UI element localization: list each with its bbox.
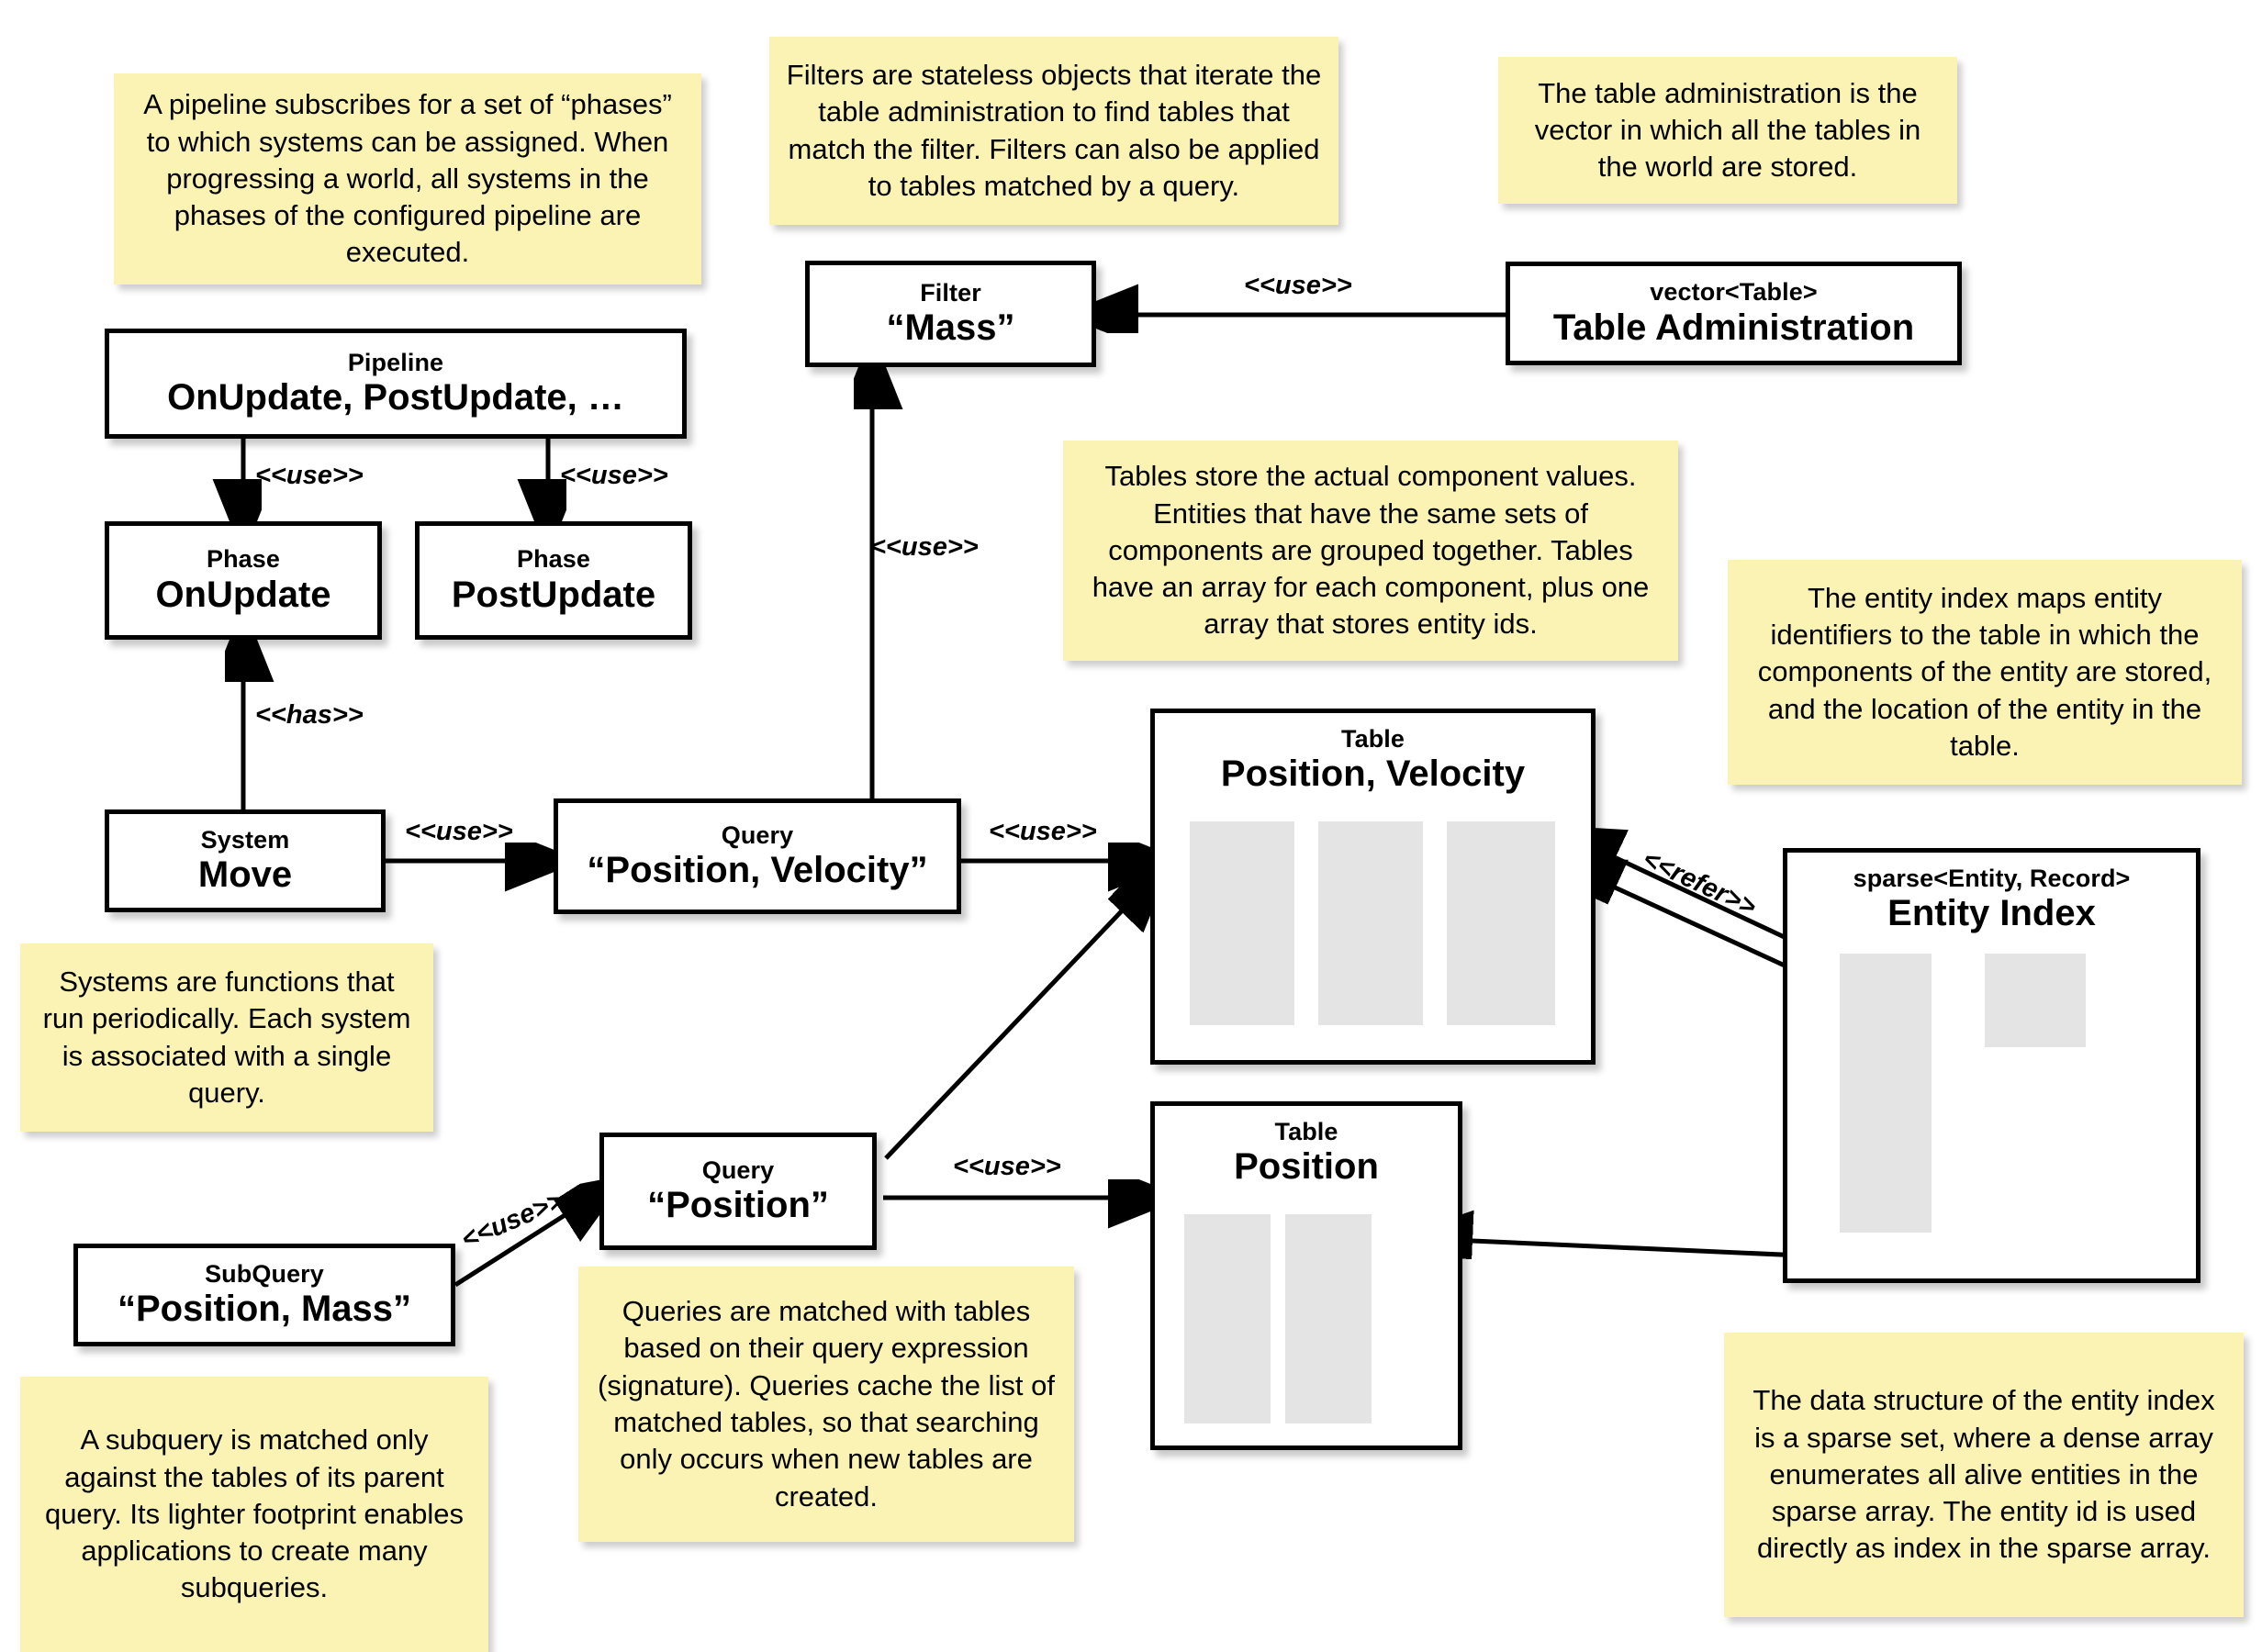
box-subquery-title: “Position, Mass” [117,1289,412,1330]
entity-index-sparse-array [1985,954,2086,1047]
entity-index-arrays [1787,853,2196,1278]
box-table-pv-stereotype: Table [1340,725,1405,753]
box-system-move-stereotype: System [200,825,290,854]
box-phase-postupdate-stereotype: Phase [516,545,591,574]
box-query-position[interactable]: Query “Position” [599,1133,877,1250]
box-phase-onupdate-title: OnUpdate [155,574,331,615]
box-phase-onupdate[interactable]: Phase OnUpdate [105,521,382,640]
note-filter: Filters are stateless objects that itera… [769,37,1338,225]
table-p-column-2 [1285,1214,1372,1423]
box-pipeline-title: OnUpdate, PostUpdate, … [167,377,624,419]
box-table-admin-stereotype: vector<Table> [1650,278,1818,307]
box-table-administration[interactable]: vector<Table> Table Administration [1506,262,1962,365]
edge-label-query-filter: <<use>> [870,532,979,562]
note-systems: Systems are functions that run periodica… [20,943,433,1132]
edge-label-pipeline-onupdate: <<use>> [255,461,364,490]
box-query-position-velocity[interactable]: Query “Position, Velocity” [554,798,961,914]
table-p-column-1 [1184,1214,1271,1423]
edge-label-subquery-queryp: <<use>> [457,1186,568,1256]
box-table-p-title: Position [1234,1146,1379,1188]
box-table-position[interactable]: Table Position [1150,1101,1462,1450]
box-pipeline-stereotype: Pipeline [347,348,444,376]
box-filter-stereotype: Filter [920,278,981,307]
table-pv-column-3 [1447,821,1555,1025]
box-system-move-title: Move [197,854,293,896]
box-entity-index-stereotype: sparse<Entity, Record> [1853,865,2131,892]
edge-label-tableadmin-filter: <<use>> [1244,271,1352,300]
note-tables: Tables store the actual component values… [1063,441,1678,661]
table-pv-columns [1155,713,1591,1060]
note-subquery: A subquery is matched only against the t… [20,1377,488,1652]
box-phase-postupdate[interactable]: Phase PostUpdate [415,521,692,640]
table-pv-column-1 [1190,821,1294,1025]
edge-label-querypv-tablepv: <<use>> [989,817,1097,846]
table-pv-column-2 [1318,821,1423,1025]
edge-label-system-phase: <<has>> [255,700,364,730]
entity-index-dense-array [1840,954,1932,1233]
box-table-position-velocity[interactable]: Table Position, Velocity [1150,709,1596,1065]
box-table-admin-title: Table Administration [1552,307,1915,348]
note-pipeline: A pipeline subscribes for a set of “phas… [114,73,701,285]
box-phase-onupdate-stereotype: Phase [206,545,281,574]
box-pipeline[interactable]: Pipeline OnUpdate, PostUpdate, … [105,329,687,439]
box-entity-index-title: Entity Index [1887,893,2096,934]
table-p-columns [1155,1106,1458,1446]
box-phase-postupdate-title: PostUpdate [451,574,656,615]
box-table-pv-title: Position, Velocity [1220,753,1526,795]
note-queries: Queries are matched with tables based on… [578,1267,1074,1542]
edge-label-entityindex-refer: <<refer>> [1638,844,1761,922]
box-subquery-position-mass[interactable]: SubQuery “Position, Mass” [73,1244,455,1346]
box-subquery-stereotype: SubQuery [205,1259,324,1288]
edge-label-system-query: <<use>> [405,817,513,846]
box-query-pv-title: “Position, Velocity” [587,850,928,891]
box-entity-index[interactable]: sparse<Entity, Record> Entity Index [1783,848,2200,1283]
box-query-p-title: “Position” [647,1185,829,1226]
edge-label-pipeline-postupdate: <<use>> [560,461,668,490]
edge-queryp-tablepv [884,881,1150,1160]
note-sparse-set: The data structure of the entity index i… [1724,1333,2244,1617]
box-query-pv-stereotype: Query [721,820,794,849]
box-system-move[interactable]: System Move [105,809,386,912]
box-filter-title: “Mass” [886,307,1015,349]
note-table-admin: The table administration is the vector i… [1498,57,1957,204]
note-entity-index: The entity index maps entity identifiers… [1728,560,2242,785]
box-table-p-stereotype: Table [1274,1118,1338,1145]
box-query-p-stereotype: Query [701,1155,775,1184]
box-filter-mass[interactable]: Filter “Mass” [805,261,1096,367]
edge-label-queryp-tablep: <<use>> [953,1152,1061,1181]
